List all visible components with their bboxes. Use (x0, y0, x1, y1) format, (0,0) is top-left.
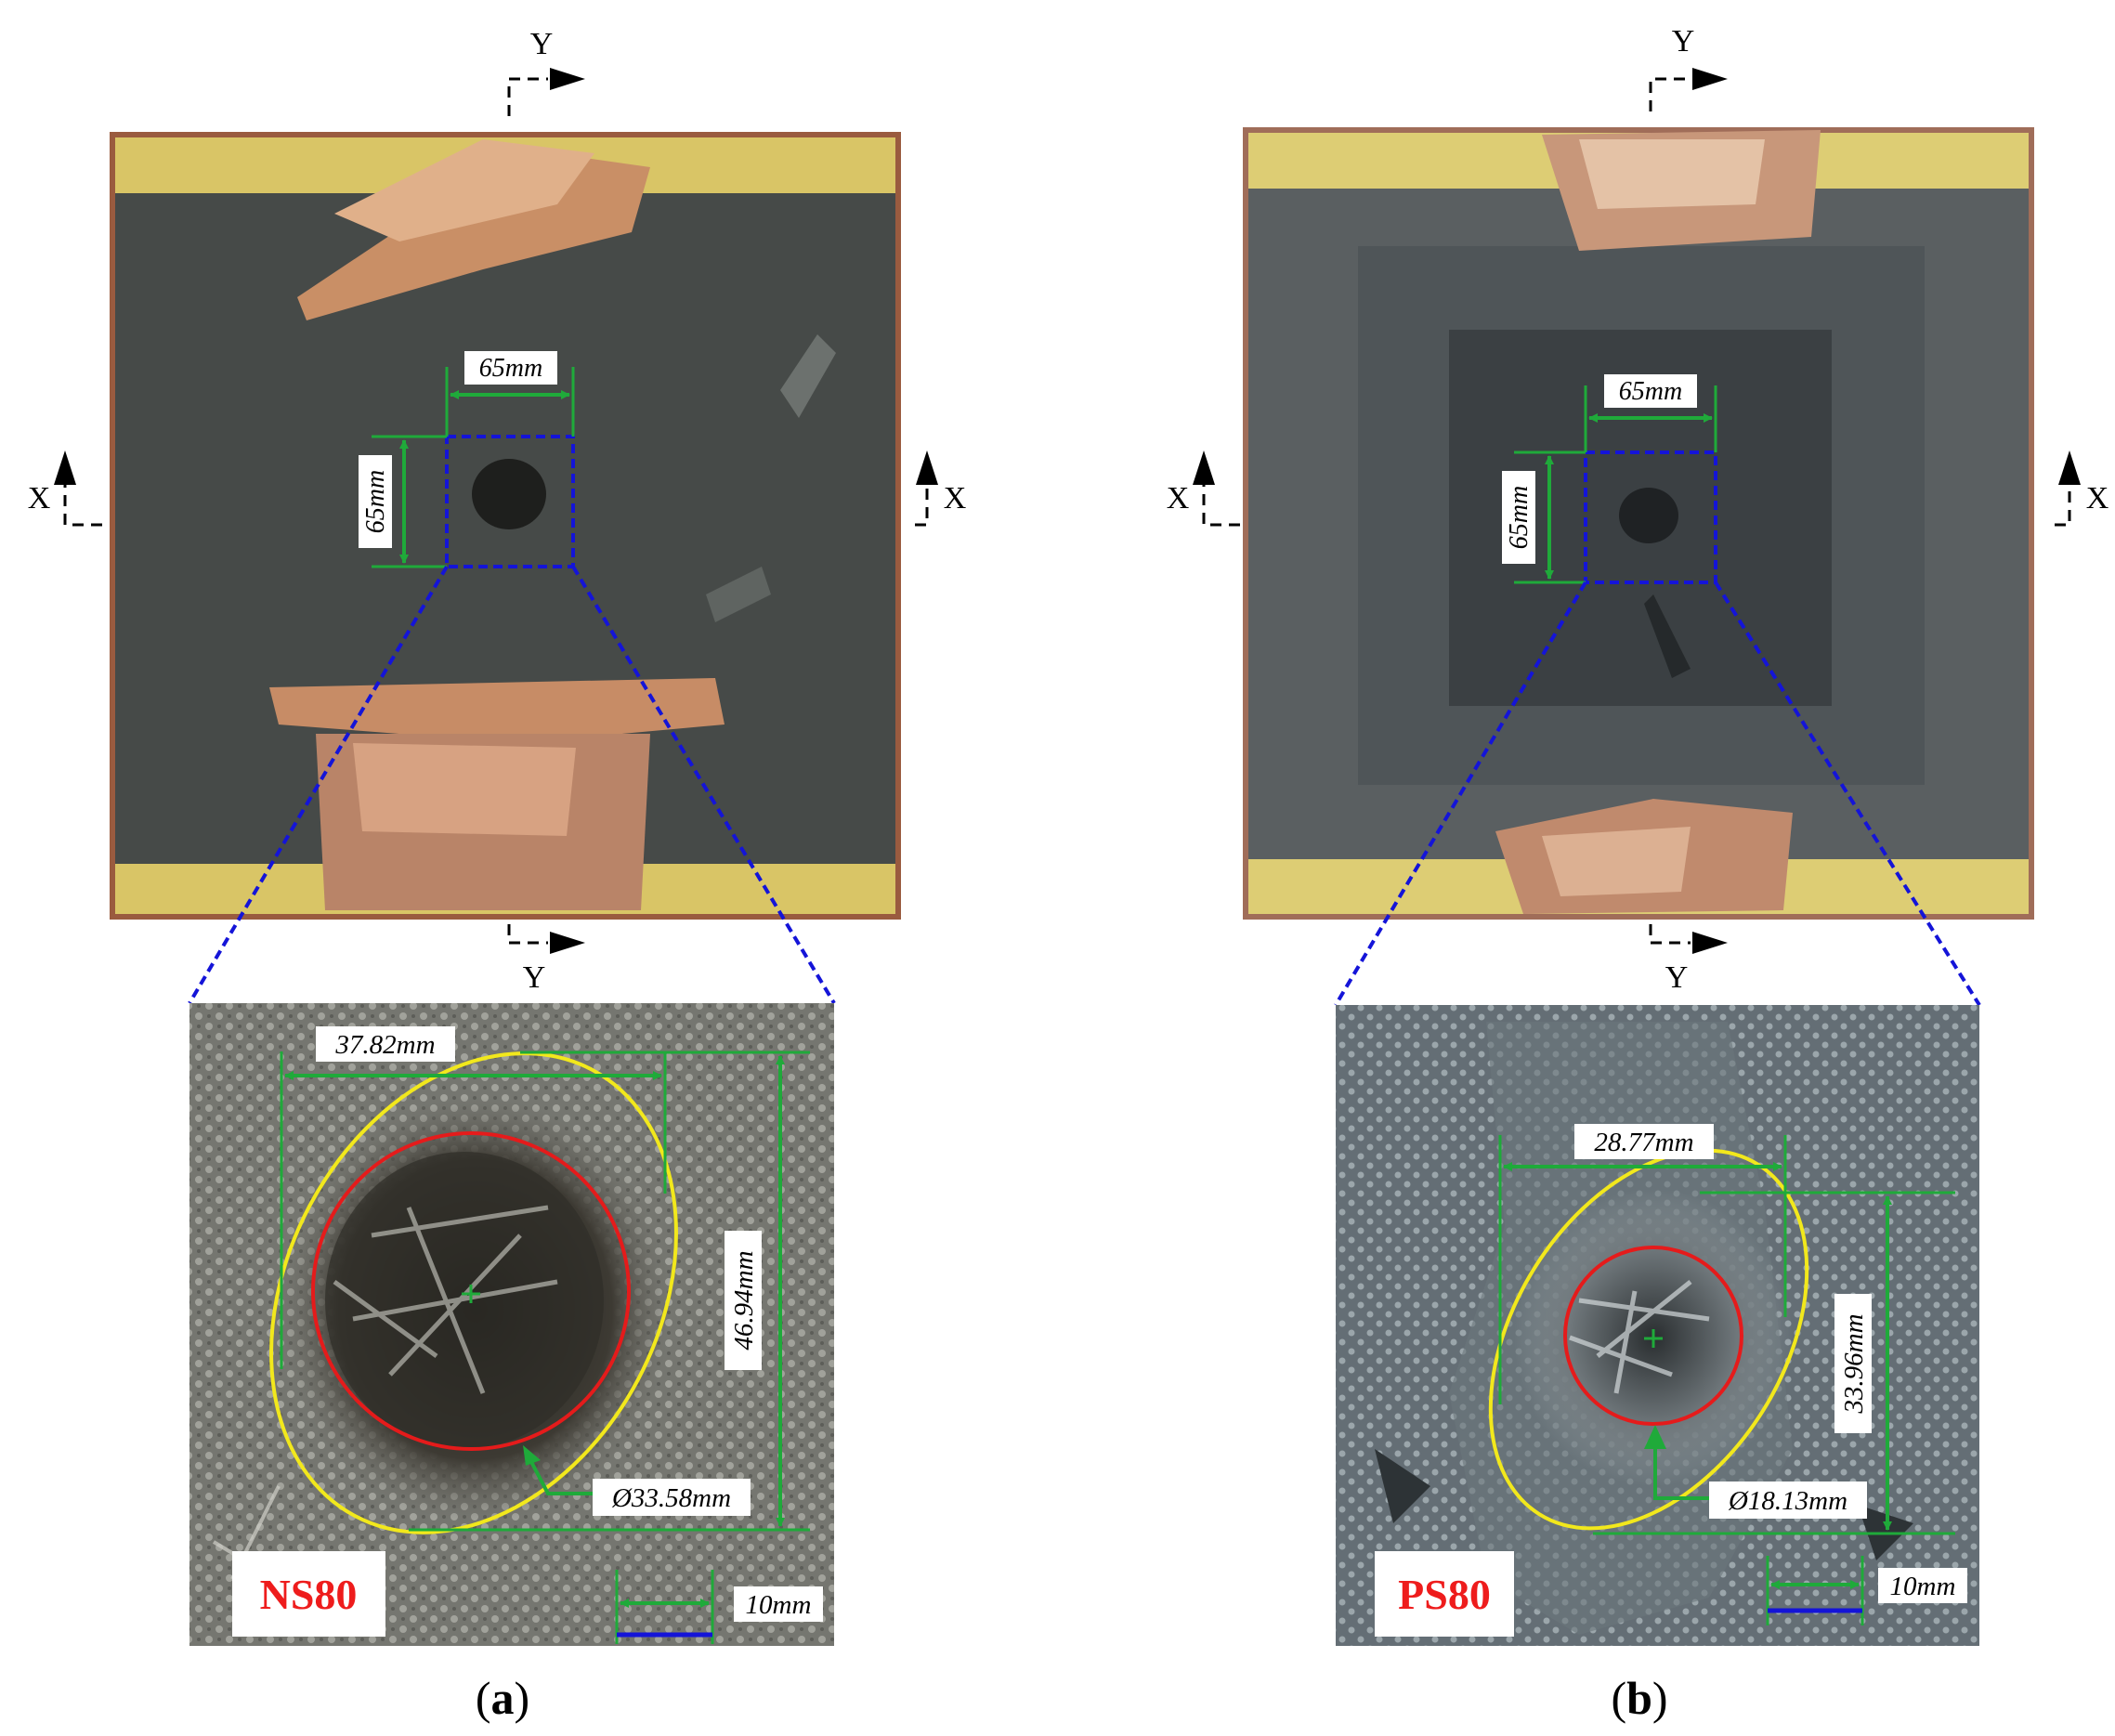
crop-width-label: 65mm (1619, 377, 1682, 406)
scale-label-bg (1878, 1568, 1967, 1603)
zoom-line-left (1334, 581, 1587, 1007)
section-marker-y-top: Y (507, 27, 585, 116)
hole-diameter-label-bg (593, 1479, 751, 1516)
hole-circle-ns80 (311, 1131, 631, 1451)
section-marker-x-right: X (915, 450, 967, 527)
ellipse-width-label: 28.77mm (1594, 1128, 1693, 1157)
plate-photo-ns80 (110, 132, 901, 920)
ellipse-height-label: 46.94mm (729, 1250, 759, 1350)
hole-diameter-arrowhead (523, 1445, 541, 1466)
specimen-tag-ns80: NS80 (260, 1571, 358, 1618)
section-marker-x-right: X (2055, 450, 2109, 527)
specimen-tag-ps80: PS80 (1398, 1571, 1491, 1618)
zoom-line-right (571, 565, 836, 1005)
hole-diameter-label: Ø33.58mm (611, 1483, 731, 1513)
ellipse-height-label-bg (725, 1231, 762, 1370)
crop-height-label-bg (1502, 471, 1535, 564)
crop-box-ns80 (445, 435, 575, 568)
crop-box-ps80 (1584, 450, 1717, 584)
zoom-line-left (188, 565, 449, 1005)
svg-text:X: X (944, 481, 967, 516)
svg-text:X: X (28, 481, 51, 516)
ellipse-height-label-bg (1834, 1294, 1872, 1433)
center-cross-ps80 (1644, 1329, 1663, 1348)
caption-b: (b) (1611, 1672, 1667, 1724)
scale-label-ns80: 10mm (746, 1590, 812, 1620)
crop-height-label-bg (359, 455, 392, 548)
damage-ellipse-ns80 (269, 1051, 678, 1534)
ellipse-height-label: 33.96mm (1839, 1313, 1869, 1414)
crop-height-label: 65mm (1505, 486, 1534, 549)
hole-diameter-label-bg (1709, 1481, 1867, 1519)
svg-text:X: X (2086, 481, 2109, 516)
svg-text:Y: Y (523, 960, 546, 995)
svg-text:Y: Y (530, 27, 554, 61)
section-marker-y-bottom: Y (1649, 924, 1728, 995)
svg-text:Y: Y (1665, 960, 1689, 995)
panel-a: 65mm 65mm Y Y X X (28, 27, 967, 1724)
specimen-tag-bg-ns80 (232, 1551, 385, 1637)
ellipse-width-label-bg (1574, 1124, 1714, 1159)
hole-circle-ps80 (1563, 1246, 1743, 1426)
caption-a: (a) (476, 1672, 529, 1724)
detail-photo-ps80 (1336, 1005, 1979, 1646)
plate-photo-ps80 (1243, 127, 2034, 920)
center-cross-ns80 (462, 1285, 480, 1303)
crop-width-label-bg (464, 351, 557, 385)
hole-diameter-arrowhead (1644, 1425, 1666, 1449)
scale-label-bg (734, 1586, 823, 1622)
svg-text:Y: Y (1672, 24, 1695, 59)
section-marker-y-bottom: Y (507, 924, 585, 995)
crop-height-label: 65mm (361, 470, 390, 533)
zoom-line-right (1714, 581, 1981, 1007)
specimen-tag-bg-ps80 (1375, 1551, 1514, 1637)
panel-b: 65mm 65mm Y Y X X (1167, 24, 2109, 1724)
crop-width-label: 65mm (479, 354, 542, 383)
svg-text:X: X (1167, 481, 1190, 516)
hole-diameter-leader (1653, 1449, 1714, 1500)
scale-label-ps80: 10mm (1890, 1572, 1956, 1601)
section-marker-x-left: X (1167, 450, 1240, 527)
crop-width-label-bg (1604, 374, 1697, 408)
section-marker-y-top: Y (1649, 24, 1728, 111)
ellipse-width-label: 37.82mm (334, 1030, 435, 1060)
hole-diameter-label: Ø18.13mm (1728, 1486, 1847, 1516)
ellipse-width-label-bg (316, 1026, 455, 1062)
section-marker-x-left: X (28, 450, 102, 527)
